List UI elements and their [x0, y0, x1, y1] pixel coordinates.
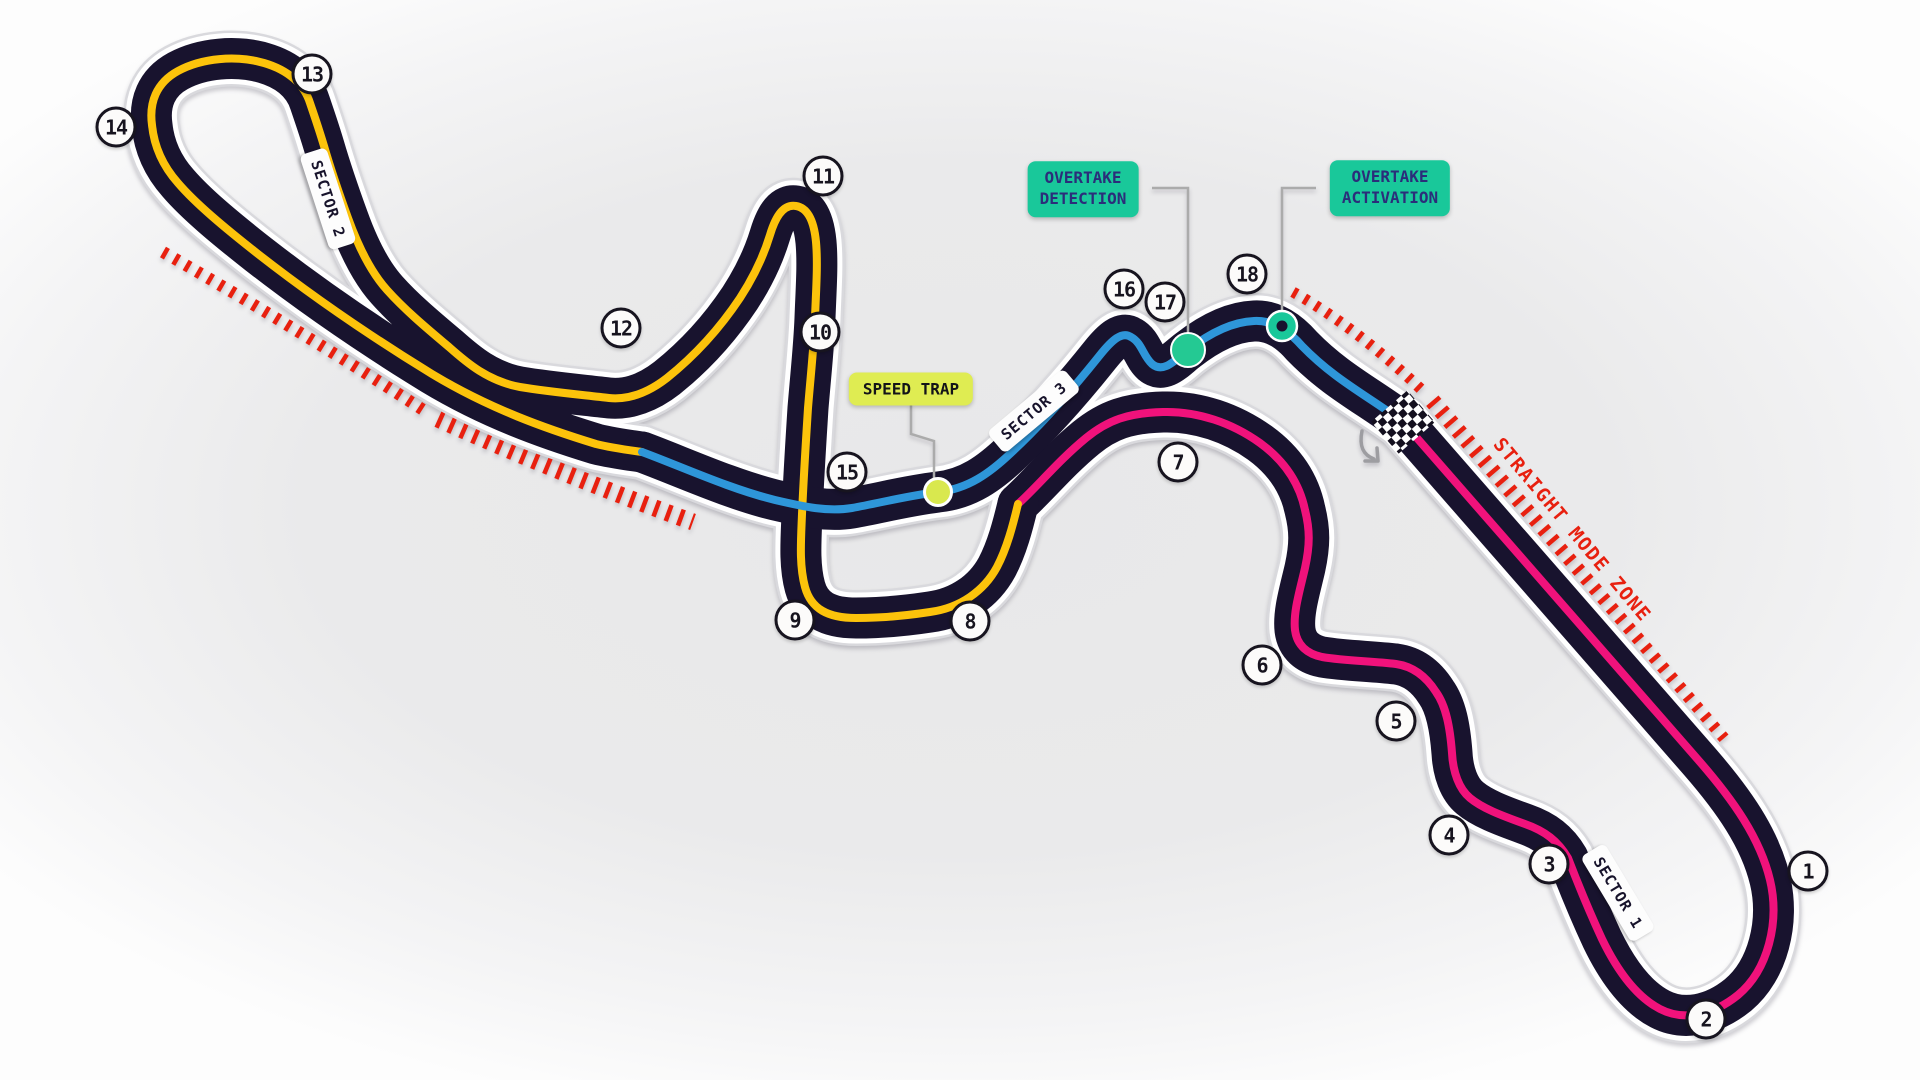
turn-marker-14: 14: [95, 106, 137, 148]
speed-trap-badge-text: SPEED TRAP: [862, 379, 960, 399]
drs-zone-ladder-back-straight: [160, 246, 696, 530]
speed-trap-badge: SPEED TRAP: [848, 372, 974, 406]
overtake-activation-connector: [1280, 186, 1316, 312]
sector3-line: [638, 316, 1407, 514]
drs-zone-ladder-main-straight: [1290, 287, 1729, 746]
turn-marker-6: 6: [1241, 644, 1283, 686]
turn-marker-2: 2: [1685, 998, 1727, 1040]
overtake-detection-connector: [1152, 186, 1190, 336]
turn-marker-18: 18: [1226, 253, 1268, 295]
overtake-activation-ring: [1265, 309, 1299, 343]
turn-marker-1: 1: [1787, 850, 1829, 892]
turn-marker-5: 5: [1375, 700, 1417, 742]
overtake-detection-line1: OVERTAKE: [1044, 168, 1122, 188]
overtake-activation-line2: ACTIVATION: [1341, 188, 1439, 207]
speed-trap-dot: [923, 477, 953, 507]
badge-connectors: [909, 186, 1316, 479]
turn-marker-10: 10: [799, 311, 841, 353]
speed-trap-connector: [909, 404, 936, 479]
overtake-detection-badge: OVERTAKE DETECTION: [1027, 161, 1139, 217]
overtake-activation-line1: OVERTAKE: [1351, 167, 1429, 187]
turn-marker-13: 13: [291, 53, 333, 95]
sector2-line: [147, 54, 1022, 622]
overtake-detection-line2: DETECTION: [1039, 189, 1127, 208]
race-direction-arrow: [1359, 429, 1380, 463]
turn-marker-8: 8: [949, 600, 991, 642]
turn-marker-12: 12: [600, 307, 642, 349]
turn-marker-16: 16: [1103, 268, 1145, 310]
turn-marker-7: 7: [1157, 441, 1199, 483]
turn-marker-17: 17: [1144, 281, 1186, 323]
turn-marker-9: 9: [774, 599, 816, 641]
overtake-detection-dot: [1170, 332, 1206, 368]
overtake-activation-badge: OVERTAKE ACTIVATION: [1329, 160, 1451, 216]
turn-marker-15: 15: [826, 451, 868, 493]
turn-marker-11: 11: [802, 155, 844, 197]
turn-marker-4: 4: [1428, 814, 1470, 856]
turn-marker-3: 3: [1528, 843, 1570, 885]
start-finish-checkered-band: [1371, 390, 1435, 454]
